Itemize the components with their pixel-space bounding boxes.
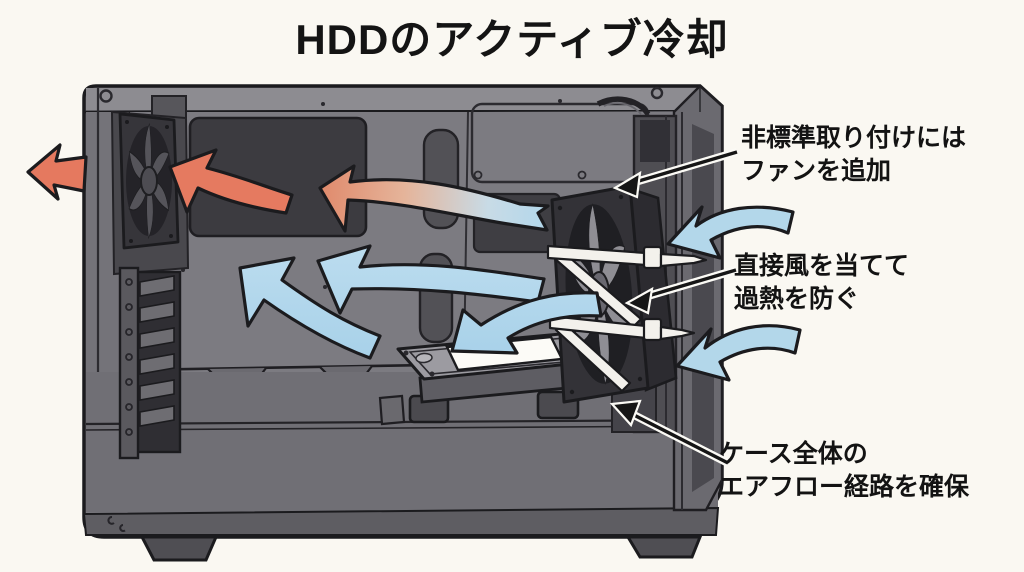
annotation-add-fan-line2: ファンを追加 bbox=[741, 156, 892, 185]
warming-air-arrow-icon bbox=[318, 164, 550, 233]
rear-exhaust-fan-icon bbox=[110, 95, 190, 276]
bottom-rail bbox=[82, 506, 720, 536]
hot-air-curved-arrow-icon bbox=[168, 148, 294, 215]
zip-tie bbox=[546, 244, 708, 329]
annotation-case-airflow-line1: ケース全体の bbox=[719, 440, 868, 468]
cable bbox=[596, 96, 651, 116]
annotation-direct-airflow-line1: 直接風を当てて bbox=[734, 252, 910, 280]
pointer-add-fan bbox=[612, 148, 739, 199]
case-screw bbox=[99, 89, 113, 103]
case-screw bbox=[650, 86, 664, 100]
annotation-case-airflow: ケース全体の エアフロー経路を確保 bbox=[719, 438, 969, 503]
pci-slot-covers bbox=[118, 266, 182, 460]
cool-air-arrow-icon bbox=[316, 244, 546, 315]
case-foot bbox=[625, 535, 703, 559]
annotation-case-airflow-line2: エアフロー経路を確保 bbox=[719, 472, 970, 501]
annotation-direct-airflow-line2: 過熱を防ぐ bbox=[734, 284, 860, 313]
zip-tie bbox=[548, 314, 696, 393]
case-foot bbox=[139, 535, 219, 562]
diagram-title: HDDのアクティブ冷却 bbox=[295, 16, 729, 63]
cool-air-arrow-icon bbox=[450, 291, 603, 355]
annotation-add-fan: 非標準取り付けには ファンを追加 bbox=[741, 122, 966, 187]
annotation-add-fan-line1: 非標準取り付けには bbox=[741, 124, 967, 152]
pointer-case-airflow bbox=[609, 399, 730, 467]
hot-air-exhaust-arrow-icon bbox=[26, 143, 88, 201]
air-intake-arrow-icon bbox=[666, 205, 795, 260]
cool-air-arrow-icon bbox=[238, 256, 382, 360]
pointer-direct-airflow bbox=[624, 266, 738, 315]
air-intake-arrow-icon bbox=[675, 324, 802, 382]
annotation-direct-airflow: 直接風を当てて 過熱を防ぐ bbox=[734, 250, 909, 315]
